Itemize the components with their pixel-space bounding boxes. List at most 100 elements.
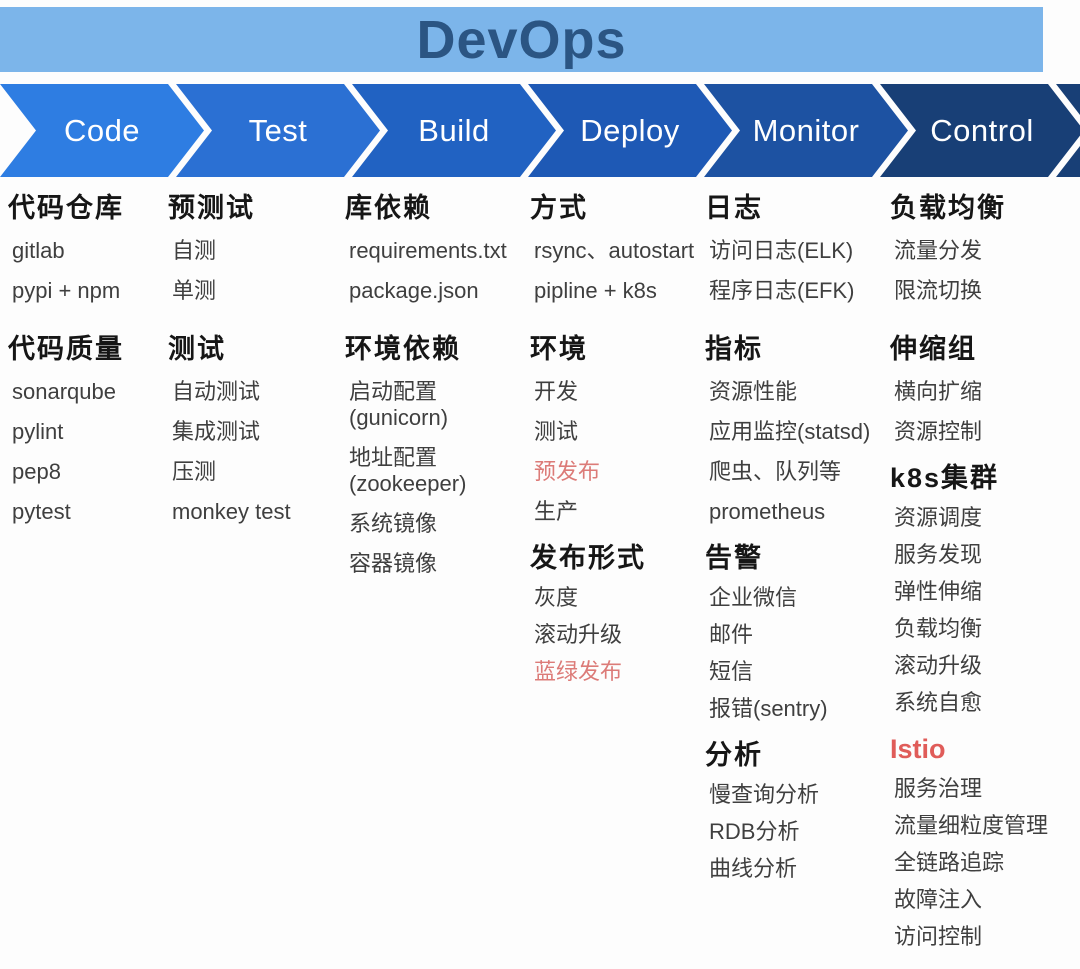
section-heading: 测试 xyxy=(168,334,226,364)
column-section: 分析 慢查询分析 RDB分析 曲线分析 xyxy=(705,740,890,882)
detail-item: pytest xyxy=(8,499,168,525)
column-section: 库依赖 requirements.txt package.json xyxy=(345,193,530,304)
column-section: 代码质量 sonarqube pylint pep8 pytest xyxy=(8,334,168,525)
detail-item-text: 系统自愈 xyxy=(894,690,983,715)
detail-item-subtext: (zookeeper) xyxy=(349,471,467,496)
detail-item: 滚动升级 xyxy=(530,622,705,648)
detail-item-text: 自测 xyxy=(172,238,217,263)
detail-item-text: 应用监控(statsd) xyxy=(709,419,871,444)
detail-columns: 代码仓库 gitlab pypi + npm 代码质量 sonarqube py… xyxy=(8,177,1074,950)
detail-item: prometheus xyxy=(705,499,890,525)
detail-item: sonarqube xyxy=(8,379,168,405)
stage-label: Test xyxy=(248,112,308,148)
detail-item: monkey test xyxy=(168,499,345,525)
detail-item: 访问日志(ELK) xyxy=(705,238,890,264)
detail-item: 服务治理 xyxy=(890,776,1074,802)
detail-item-text: 访问日志(ELK) xyxy=(709,238,854,263)
detail-item: 报错(sentry) xyxy=(705,696,890,722)
section-heading: Istio xyxy=(890,734,946,764)
detail-item-text: gitlab xyxy=(12,238,65,263)
detail-item: 蓝绿发布 xyxy=(530,659,705,685)
detail-item: 故障注入 xyxy=(890,887,1074,913)
detail-item-text: 预发布 xyxy=(534,459,601,484)
stage-label: Build xyxy=(418,112,490,148)
detail-item-text: 资源调度 xyxy=(894,505,983,530)
detail-item-text: 压测 xyxy=(172,459,217,484)
detail-item-text: 开发 xyxy=(534,379,579,404)
detail-item: 全链路追踪 xyxy=(890,850,1074,876)
detail-item-text: 服务治理 xyxy=(894,776,983,801)
column-section: 方式 rsync、autostart pipline + k8s xyxy=(530,193,705,304)
section-heading: 环境 xyxy=(530,334,588,364)
stage-label: Control xyxy=(930,112,1034,148)
column-section: k8s集群 资源调度 服务发现 弹性伸缩 负载均衡 滚动升级 系统自愈 xyxy=(890,463,1074,716)
detail-item: 流量分发 xyxy=(890,238,1074,264)
detail-item-text: 流量分发 xyxy=(894,238,983,263)
section-heading: 负载均衡 xyxy=(890,193,1006,223)
detail-item-text: 滚动升级 xyxy=(534,622,623,647)
stage-label: Deploy xyxy=(580,112,680,148)
column-section: 伸缩组 横向扩缩 资源控制 xyxy=(890,334,1074,445)
detail-item-text: 弹性伸缩 xyxy=(894,579,983,604)
detail-item: pipline + k8s xyxy=(530,278,705,304)
section-heading: 代码仓库 xyxy=(8,193,124,223)
detail-item-text: 访问控制 xyxy=(894,924,983,949)
detail-item-text: 服务发现 xyxy=(894,542,983,567)
stage-column-monitor: 日志 访问日志(ELK) 程序日志(EFK) 指标 资源性能 应用监控(stat… xyxy=(705,177,890,950)
detail-item: 限流切换 xyxy=(890,278,1074,304)
section-heading: 方式 xyxy=(530,193,588,223)
detail-item: 爬虫、队列等 xyxy=(705,459,890,485)
detail-item-text: pipline + k8s xyxy=(534,278,657,303)
detail-item: 应用监控(statsd) xyxy=(705,419,890,445)
detail-item: 单测 xyxy=(168,278,345,304)
stage-column-test: 预测试 自测 单测 测试 自动测试 集成测试 压测 monkey test xyxy=(168,177,345,950)
section-heading: 分析 xyxy=(705,740,763,770)
detail-item-text: 限流切换 xyxy=(894,278,983,303)
stage-label: Code xyxy=(63,112,141,148)
detail-item: pypi + npm xyxy=(8,278,168,304)
detail-item-text: 故障注入 xyxy=(894,887,983,912)
detail-item-text: 资源控制 xyxy=(894,419,983,444)
detail-item-text: 滚动升级 xyxy=(894,653,983,678)
column-section: 环境 开发 测试 预发布 生产 xyxy=(530,334,705,525)
stage-label: Monitor xyxy=(752,112,860,148)
section-heading: 指标 xyxy=(705,334,763,364)
detail-item: 负载均衡 xyxy=(890,616,1074,642)
detail-item-text: rsync、autostart xyxy=(534,238,695,263)
detail-item-text: 负载均衡 xyxy=(894,616,983,641)
detail-item-text: 单测 xyxy=(172,278,217,303)
detail-item: 集成测试 xyxy=(168,419,345,445)
title-banner: DevOps xyxy=(0,7,1043,72)
detail-item-text: 资源性能 xyxy=(709,379,798,404)
detail-item: 资源调度 xyxy=(890,505,1074,531)
detail-item: 横向扩缩 xyxy=(890,379,1074,405)
section-heading: 库依赖 xyxy=(345,193,432,223)
column-section: 告警 企业微信 邮件 短信 报错(sentry) xyxy=(705,543,890,722)
detail-item: 生产 xyxy=(530,499,705,525)
column-section: Istio 服务治理 流量细粒度管理 全链路追踪 故障注入 访问控制 xyxy=(890,734,1074,950)
stage-column-build: 库依赖 requirements.txt package.json 环境依赖 启… xyxy=(345,177,530,950)
column-section: 环境依赖 启动配置 (gunicorn) 地址配置 (zookeeper) 系统… xyxy=(345,334,530,577)
detail-item: 流量细粒度管理 xyxy=(890,813,1074,839)
detail-item-text: 横向扩缩 xyxy=(894,379,983,404)
detail-item-text: RDB分析 xyxy=(709,819,800,844)
detail-item-text: 测试 xyxy=(534,419,579,444)
detail-item-text: 爬虫、队列等 xyxy=(709,459,842,484)
detail-item: pep8 xyxy=(8,459,168,485)
stage-chevron-code: Code xyxy=(0,84,204,177)
column-section: 测试 自动测试 集成测试 压测 monkey test xyxy=(168,334,345,525)
detail-item-text: 流量细粒度管理 xyxy=(894,813,1049,838)
detail-item: 开发 xyxy=(530,379,705,405)
detail-item: 自动测试 xyxy=(168,379,345,405)
detail-item: 地址配置 (zookeeper) xyxy=(345,445,530,497)
detail-item: 弹性伸缩 xyxy=(890,579,1074,605)
detail-item-text: sonarqube xyxy=(12,379,116,404)
section-heading: k8s集群 xyxy=(890,463,1000,493)
section-heading: 环境依赖 xyxy=(345,334,461,364)
detail-item-text: 容器镜像 xyxy=(349,551,438,576)
detail-item-text: 灰度 xyxy=(534,585,579,610)
detail-item-text: prometheus xyxy=(709,499,826,524)
detail-item-text: package.json xyxy=(349,278,479,303)
detail-item: 访问控制 xyxy=(890,924,1074,950)
detail-item: package.json xyxy=(345,278,530,304)
